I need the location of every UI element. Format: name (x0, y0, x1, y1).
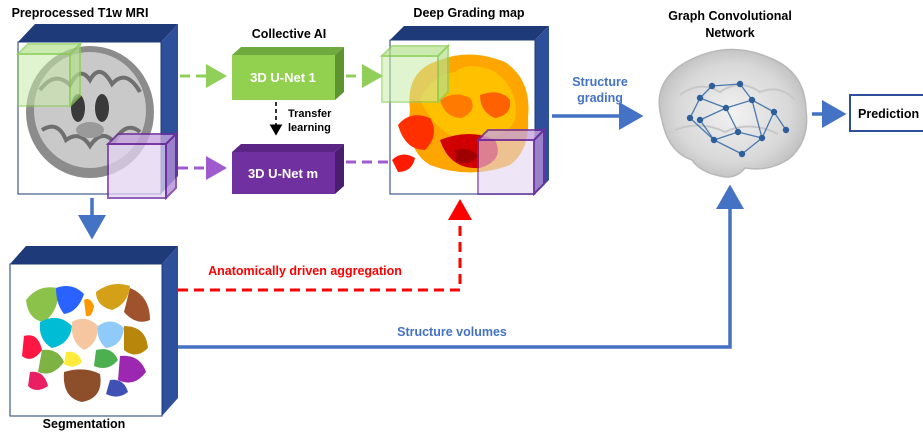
prediction-label: Prediction (858, 107, 919, 121)
deep-grading-volume (379, 26, 549, 197)
grading-heatmap (392, 54, 529, 173)
mri-volume (15, 24, 179, 201)
gcn-edges (689, 83, 787, 155)
segmentation-volume (9, 246, 178, 417)
segmentation-labels-map (21, 280, 152, 402)
transfer-learning-label-2: learning (288, 122, 331, 134)
gcn-nodes (686, 80, 790, 158)
gcn-title-2: Network (705, 26, 754, 40)
structure-grading-label-1: Structure (572, 75, 628, 89)
structure-grading-label-2: grading (577, 91, 623, 105)
gcn-brain (658, 48, 808, 178)
aggregation-arrow (178, 199, 472, 292)
unet1-block: 3D U-Net 1 (232, 47, 344, 100)
aggregation-label: Anatomically driven aggregation (208, 264, 402, 278)
transfer-learning-label-1: Transfer (288, 108, 332, 120)
collective-ai-label: Collective AI (252, 27, 327, 41)
structure-volumes-label: Structure volumes (397, 325, 507, 339)
mri-green-patch (15, 41, 83, 109)
deep-grading-title: Deep Grading map (413, 6, 524, 20)
segmentation-label: Segmentation (43, 417, 126, 431)
mri-purple-patch (105, 131, 179, 201)
unetm-block: 3D U-Net m (232, 144, 344, 194)
structure-volumes-arrow (178, 184, 744, 349)
prediction-box (849, 94, 923, 132)
mri-cube-top (18, 24, 178, 42)
gcn-title-1: Graph Convolutional (668, 9, 792, 23)
mri-title: Preprocessed T1w MRI (12, 6, 149, 20)
unetm-label: 3D U-Net m (248, 166, 318, 181)
unet1-label: 3D U-Net 1 (250, 70, 316, 85)
